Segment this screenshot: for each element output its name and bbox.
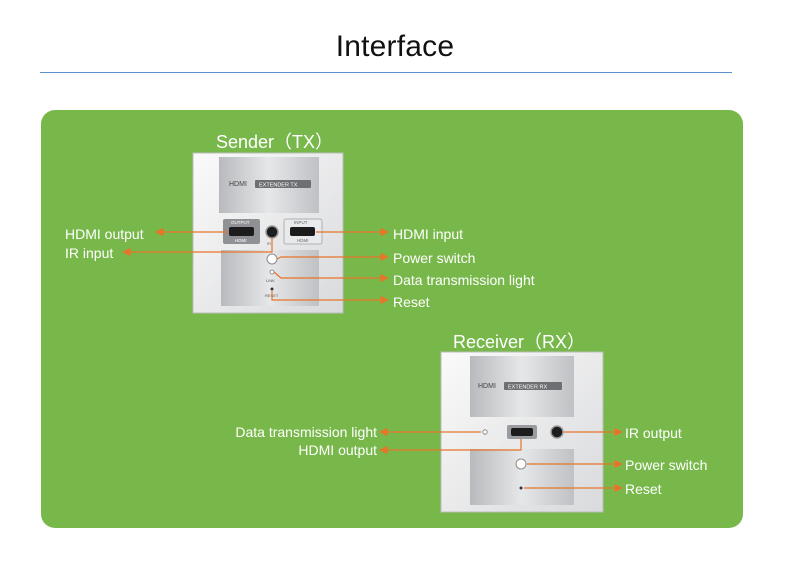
sender-hdmi-output-label: HDMI output <box>65 226 144 242</box>
sender-reset-hole <box>270 287 274 291</box>
receiver-heading: Receiver（RX） <box>453 332 586 352</box>
arrow-sender-power-switch <box>276 252 389 262</box>
svg-text:HDMI: HDMI <box>297 238 309 243</box>
receiver-reset-hole <box>519 486 523 490</box>
svg-text:OUTPUT: OUTPUT <box>231 220 250 225</box>
sender-logo-text: HDMI <box>229 181 247 188</box>
receiver-power-switch <box>515 458 527 470</box>
arrow-sender-ir-input <box>122 238 273 257</box>
receiver-logo-text: HDMI <box>478 383 496 390</box>
diagram-panel <box>41 110 743 528</box>
receiver-bottom-window <box>470 449 574 505</box>
receiver-ir-output-label: IR output <box>625 425 682 441</box>
sender-hdmi-input-label: HDMI input <box>393 226 464 242</box>
svg-text:HDMI: HDMI <box>235 238 247 243</box>
receiver-power-switch-label: Power switch <box>625 457 708 473</box>
sender-heading: Sender（TX） <box>216 132 334 152</box>
arrow-sender-reset <box>271 291 389 305</box>
receiver-arrows <box>379 427 623 493</box>
sender-badge <box>255 180 311 188</box>
sender-ir-input-label: IR input <box>65 245 114 261</box>
receiver-badge <box>504 382 562 390</box>
sender-data-light-label: Data transmission light <box>393 272 535 288</box>
page-title: Interface <box>335 30 455 63</box>
svg-text:INPUT: INPUT <box>294 220 308 225</box>
sender-power-switch <box>266 253 278 265</box>
arrow-sender-data-light <box>273 271 389 283</box>
sender-ir-jack <box>265 225 279 239</box>
svg-text:LINK: LINK <box>266 278 275 283</box>
sender-badge-text: EXTENDER TX <box>259 183 298 189</box>
svg-text:IR: IR <box>267 241 271 246</box>
arrow-receiver-hdmi-output <box>379 439 522 455</box>
sender-device: HDMI EXTENDER TX OUTPUT HDMI IR INPUT HD… <box>192 152 344 314</box>
sender-power-switch-label: Power switch <box>393 250 476 266</box>
receiver-data-led <box>482 429 488 435</box>
sender-reset-label: Reset <box>393 294 430 310</box>
receiver-ir-jack <box>550 425 564 439</box>
receiver-device: HDMI EXTENDER RX <box>440 351 604 513</box>
receiver-badge-text: EXTENDER RX <box>508 385 547 391</box>
title-divider <box>40 72 732 73</box>
receiver-data-light-label: Data transmission light <box>235 424 377 440</box>
sender-link-led <box>269 269 275 275</box>
sender-arrows <box>122 227 389 305</box>
receiver-hdmi-output-label: HDMI output <box>298 442 377 458</box>
receiver-reset-label: Reset <box>625 481 662 497</box>
